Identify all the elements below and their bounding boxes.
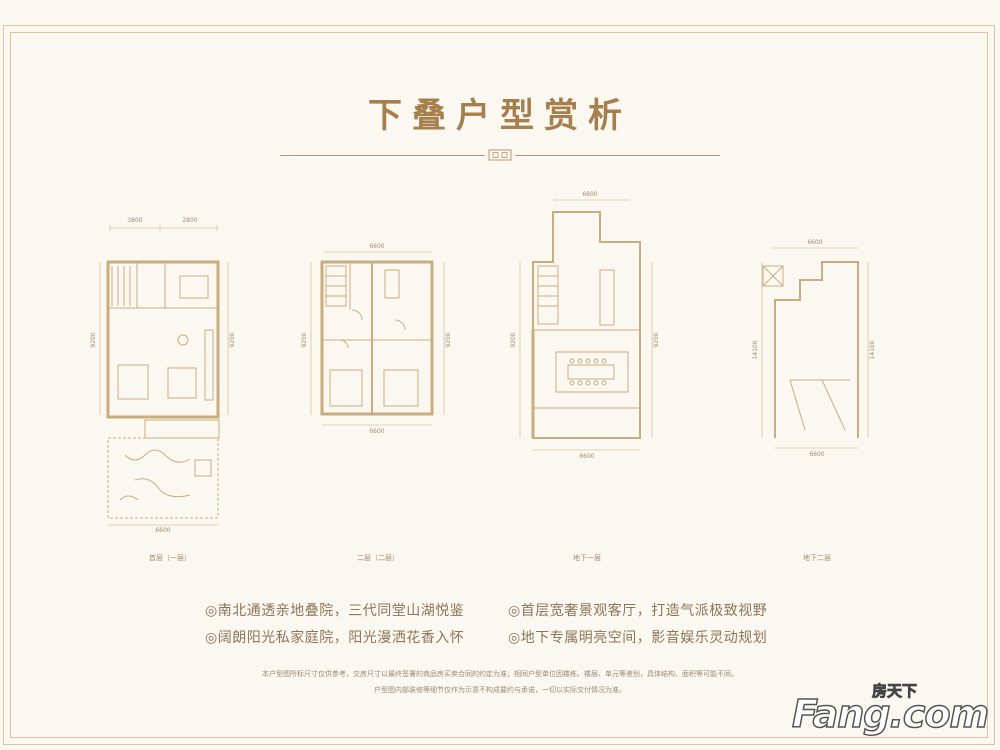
plan-label-2: 二层（二层） <box>357 554 399 562</box>
dim-text: 2800 <box>182 217 197 224</box>
dim-text: 6600 <box>582 191 597 198</box>
floor-plans: 3800 2800 9200 9200 6600 6600 9200 9200 … <box>90 191 876 534</box>
watermark-small: 房天下 <box>872 682 918 701</box>
floor-plan-2 <box>310 251 445 426</box>
dim-text: 6600 <box>155 527 170 534</box>
feature-item: ◎南北通透亲地叠院，三代同堂山湖悦鉴 <box>205 603 465 619</box>
dim-text: 9200 <box>445 332 452 347</box>
dim-text: 6600 <box>369 428 384 435</box>
feature-item: ◎地下专属明亮空间，影音娱乐灵动规划 <box>508 630 768 646</box>
disclaimer-line-2: 户型图内部装修等细节仅作为示意不构成要约与承诺，一切以实际交付情况为准。 <box>374 686 626 694</box>
floor-plan-4 <box>761 247 869 449</box>
dim-text: 6600 <box>369 243 384 250</box>
dim-text: 6600 <box>809 451 824 458</box>
title-ornament <box>280 149 720 161</box>
feature-item: ◎阔朗阳光私家庭院，阳光漫洒花香入怀 <box>205 630 465 646</box>
floor-plan-3 <box>519 199 653 451</box>
dim-text: 9200 <box>90 332 97 347</box>
dim-text: 14100 <box>869 340 876 359</box>
outer-frame <box>3 25 995 745</box>
dim-text: 9200 <box>229 332 236 347</box>
plan-label-4: 地下二层 <box>803 554 831 562</box>
dim-text: 14100 <box>752 340 759 359</box>
watermark-main: Fang.com <box>791 691 990 737</box>
dim-text: 9200 <box>301 332 308 347</box>
fang-watermark: 房天下 Fang.com <box>791 680 990 737</box>
dim-text: 9200 <box>510 332 517 347</box>
dim-text: 9200 <box>653 332 660 347</box>
dim-text: 6600 <box>579 453 594 460</box>
inner-frame <box>10 32 988 738</box>
floor-plan-1 <box>99 225 229 526</box>
plan-label-3: 地下一层 <box>573 554 601 562</box>
feature-item: ◎首层宽奢景观客厅，打造气派极致视野 <box>508 603 768 619</box>
plan-label-1: 首层（一层） <box>149 554 191 562</box>
dim-text: 6600 <box>807 239 822 246</box>
dim-text: 3800 <box>127 217 142 224</box>
disclaimer-line-1: 本户型图所标尺寸仅供参考，交房尺寸以最终签署的商品房买卖合同的约定为准；相同户型… <box>262 670 738 678</box>
page-title: 下叠户型赏析 <box>368 96 632 136</box>
ornament-icon <box>488 149 512 161</box>
